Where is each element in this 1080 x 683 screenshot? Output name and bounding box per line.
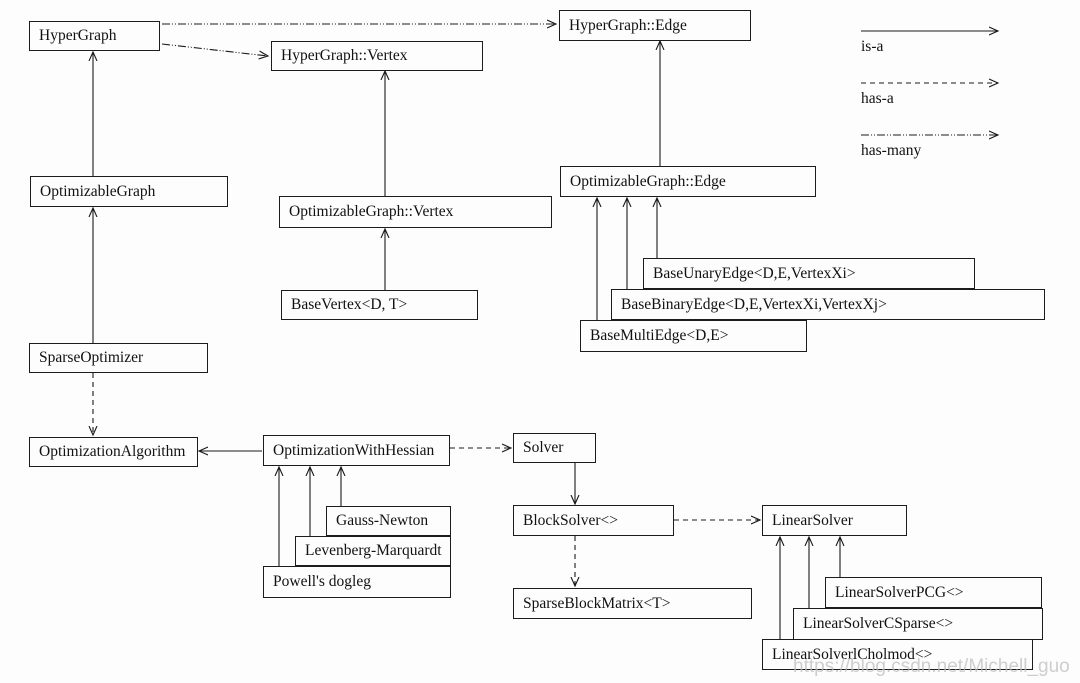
class-box-optimization-algorithm: OptimizationAlgorithm	[29, 437, 198, 467]
arrow-hasmany-hypergraph-to-hgvertex	[161, 43, 268, 56]
class-box-linear-solver: LinearSolver	[762, 505, 907, 536]
class-box-base-binary-edge: BaseBinaryEdge<D,E,VertexXi,VertexXj>	[611, 289, 1045, 320]
class-box-linear-solver-cholmod: LinearSolverlCholmod<>	[762, 639, 1033, 670]
class-box-levenberg-marquardt: Levenberg-Marquardt	[295, 536, 451, 566]
class-box-optimizable-graph: OptimizableGraph	[30, 176, 228, 207]
class-box-solver: Solver	[513, 433, 596, 463]
class-box-hypergraph-vertex: HyperGraph::Vertex	[271, 41, 483, 71]
class-box-optimizable-graph-edge: OptimizableGraph::Edge	[560, 166, 816, 197]
class-box-block-solver: BlockSolver<>	[513, 505, 674, 536]
class-box-base-vertex: BaseVertex<D, T>	[281, 290, 478, 320]
class-box-sparse-block-matrix: SparseBlockMatrix<T>	[513, 588, 752, 619]
class-box-linear-solver-pcg: LinearSolverPCG<>	[825, 577, 1042, 608]
class-box-gauss-newton: Gauss-Newton	[326, 506, 451, 536]
legend-label-has-a: has-a	[861, 90, 894, 107]
class-box-hypergraph: HyperGraph	[29, 21, 160, 51]
class-box-powells-dogleg: Powell's dogleg	[263, 566, 451, 598]
legend-label-has-many: has-many	[861, 142, 922, 159]
class-box-hypergraph-edge: HyperGraph::Edge	[559, 10, 751, 41]
class-box-optimizable-graph-vertex: OptimizableGraph::Vertex	[279, 196, 552, 228]
class-box-linear-solver-csparse: LinearSolverCSparse<>	[793, 608, 1043, 640]
legend-label-is-a: is-a	[861, 38, 884, 55]
class-box-sparse-optimizer: SparseOptimizer	[29, 343, 208, 373]
class-box-base-multi-edge: BaseMultiEdge<D,E>	[580, 320, 807, 352]
class-box-optimization-with-hessian: OptimizationWithHessian	[263, 435, 450, 466]
class-box-base-unary-edge: BaseUnaryEdge<D,E,VertexXi>	[643, 258, 975, 289]
